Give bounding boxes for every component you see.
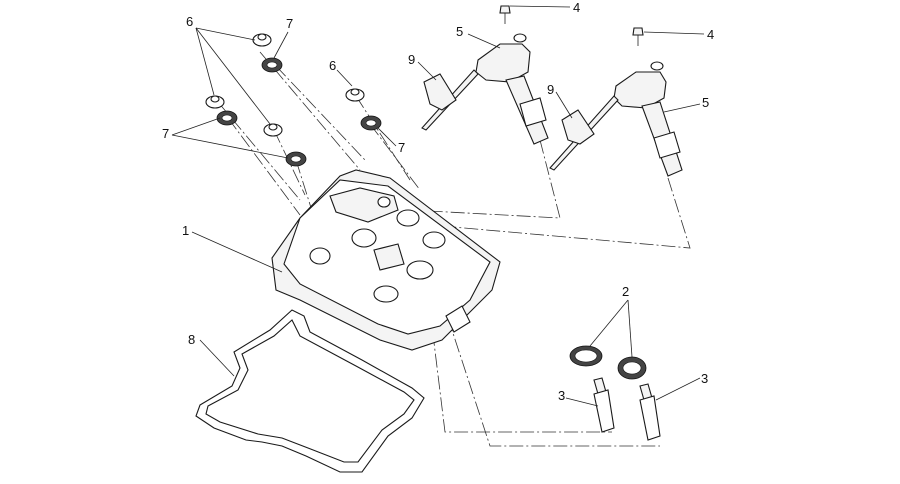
- caps: [205, 33, 365, 137]
- gasket: [195, 309, 425, 473]
- leader-lines: [171, 5, 705, 407]
- callout-6-top: 6: [186, 14, 193, 29]
- callout-7-mid: 7: [398, 140, 405, 155]
- callout-9-right: 9: [547, 82, 554, 97]
- assembly-lines: [217, 51, 691, 447]
- bolts: [499, 5, 644, 46]
- callouts: 1 2 3 3 4 4 5 5 6 6 7 7 7 8 9 9: [162, 0, 714, 403]
- spark-plugs: [593, 377, 661, 441]
- callout-6-mid: 6: [329, 58, 336, 73]
- callout-8: 8: [188, 332, 195, 347]
- callout-4-top: 4: [573, 0, 580, 15]
- callout-5-left: 5: [456, 24, 463, 39]
- callout-3-left: 3: [558, 388, 565, 403]
- valve-cover: [271, 169, 501, 351]
- o-rings: [569, 345, 647, 380]
- seals: [216, 57, 382, 167]
- callout-7-left: 7: [162, 126, 169, 141]
- callout-3-right: 3: [701, 371, 708, 386]
- ignition-coil-left: [421, 33, 549, 145]
- callout-4-right: 4: [707, 27, 714, 42]
- callout-5-right: 5: [702, 95, 709, 110]
- callout-9-left: 9: [408, 52, 415, 67]
- callout-1: 1: [182, 223, 189, 238]
- callout-2: 2: [622, 284, 629, 299]
- callout-7-top: 7: [286, 16, 293, 31]
- boots: [423, 73, 595, 145]
